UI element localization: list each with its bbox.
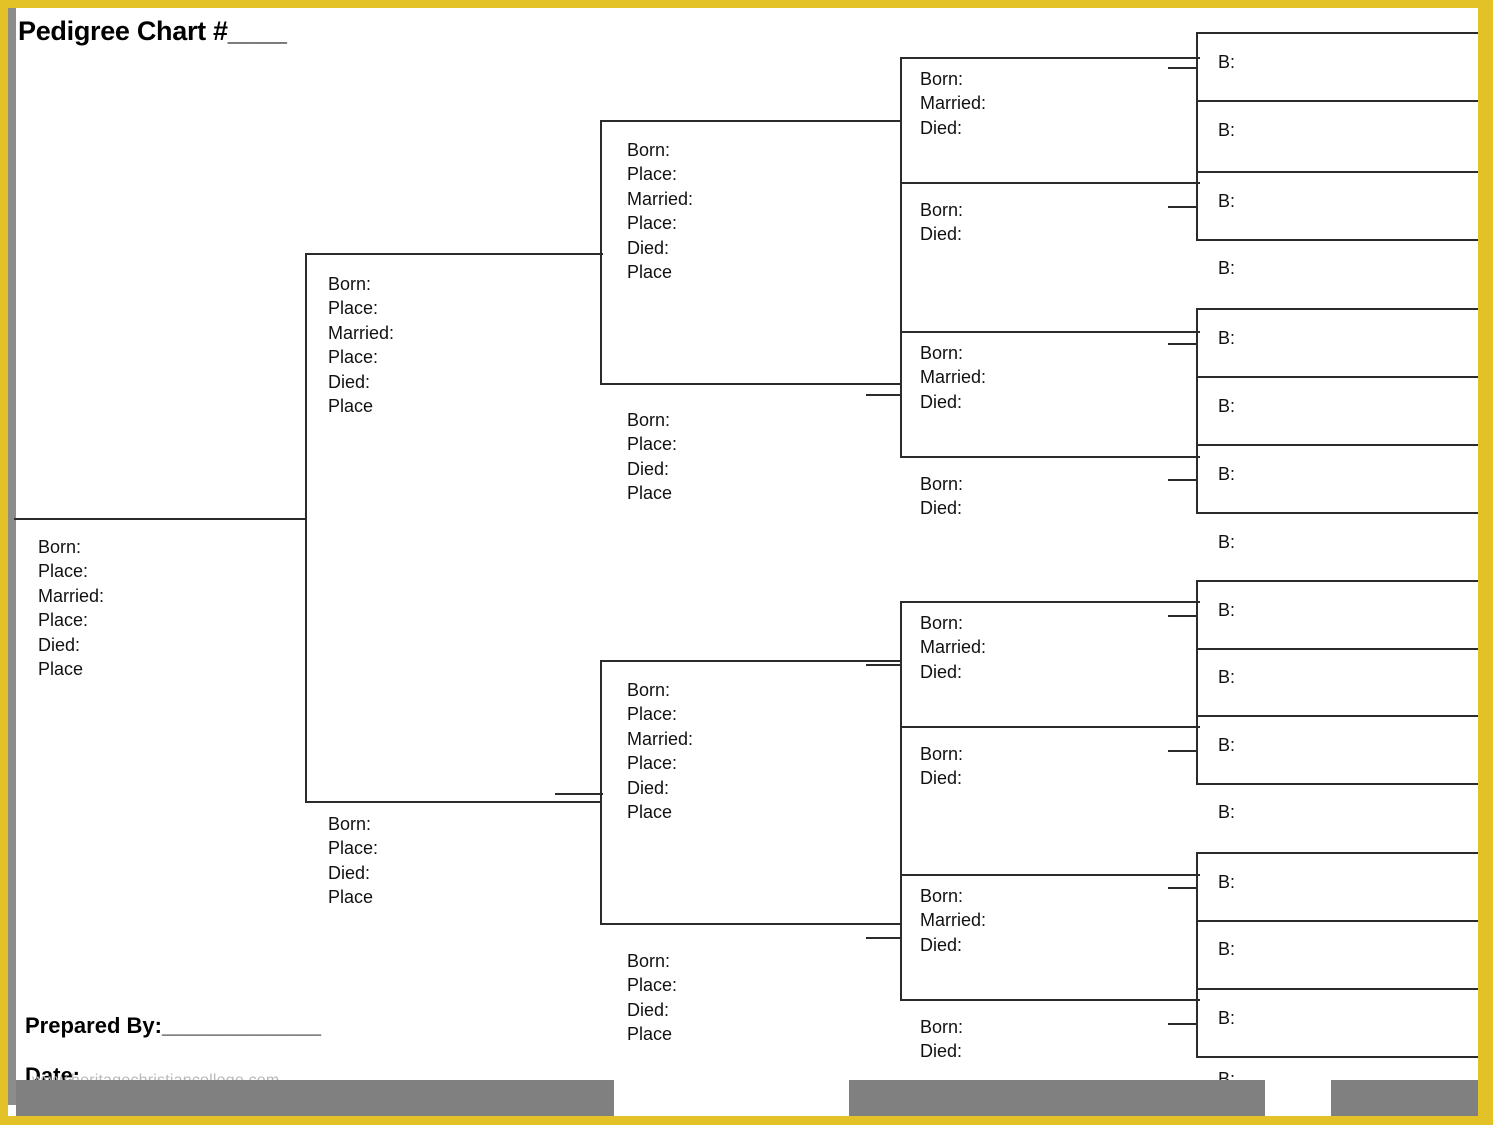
g3-mother-fields-2: Born: Place: Died: Place <box>627 951 678 1045</box>
g3-father-box-2[interactable] <box>600 660 900 925</box>
g5-box-5[interactable] <box>1196 308 1478 378</box>
g4-father-fields-2: Born: Married: Died: <box>920 343 987 412</box>
page-border-right <box>1478 0 1493 1125</box>
g5-fields-3: B: <box>1218 191 1236 211</box>
g5-pair-spine-2 <box>1196 343 1198 479</box>
bottom-bar-right <box>849 1080 1478 1116</box>
g5-pair-spine-4 <box>1196 887 1198 1023</box>
g3-father-box-1[interactable] <box>600 120 900 385</box>
bottom-bar-left <box>16 1080 614 1116</box>
page-gutter-gray <box>8 8 16 1105</box>
g5-inlet-b-3 <box>1168 750 1198 752</box>
g1-self-rule <box>14 518 306 520</box>
g3-3-children-spine <box>900 601 902 874</box>
g5-fields-8: B: <box>1218 532 1236 552</box>
g4-mother-fields-3: Born: Died: <box>920 744 964 789</box>
page-title: Pedigree Chart #____ <box>18 16 287 46</box>
g5-pair-spine-1 <box>1196 67 1198 206</box>
g4-inlet-1 <box>866 120 902 122</box>
g4-father-fields-1: Born: Married: Died: <box>920 69 987 138</box>
g5-inlet-b-1 <box>1168 206 1198 208</box>
g5-inlet-a-1 <box>1168 67 1198 69</box>
g2f-inlet <box>555 253 603 255</box>
g4-inlet-3 <box>866 664 902 666</box>
g5-fields-4: B: <box>1218 258 1236 278</box>
g5-fields-15: B: <box>1218 1008 1236 1028</box>
page-border-top <box>0 0 1493 8</box>
g3-1-children-spine <box>900 57 902 331</box>
g5-box-7[interactable] <box>1196 444 1478 514</box>
g4-father-fields-3: Born: Married: Died: <box>920 613 987 682</box>
g5-box-15[interactable] <box>1196 988 1478 1058</box>
g2-father-fields: Born: Place: Married: Place: Died: Place <box>328 274 395 417</box>
g5-inlet-a-4 <box>1168 887 1198 889</box>
g3-mother-fields-1: Born: Place: Died: Place <box>627 410 678 504</box>
g5-box-13[interactable] <box>1196 852 1478 922</box>
page-border-bottom <box>0 1116 1493 1125</box>
chart-sheet <box>16 8 1478 1105</box>
g5-box-3[interactable] <box>1196 171 1478 241</box>
g5-fields-1: B: <box>1218 52 1236 72</box>
g2-mother-fields: Born: Place: Died: Place <box>328 814 379 908</box>
bottom-bar-notch <box>1265 1080 1331 1116</box>
g5-inlet-b-4 <box>1168 1023 1198 1025</box>
g2-father-box[interactable] <box>305 253 600 803</box>
g5-inlet-a-3 <box>1168 615 1198 617</box>
g5-fields-11: B: <box>1218 735 1236 755</box>
g5-fields-14: B: <box>1218 939 1236 959</box>
g5-inlet-b-2 <box>1168 479 1198 481</box>
g4-mother-fields-4: Born: Died: <box>920 1017 964 1062</box>
g5-fields-10: B: <box>1218 667 1236 687</box>
g4-mother-fields-2: Born: Died: <box>920 474 964 519</box>
g5-fields-2: B: <box>1218 120 1236 140</box>
prepared-by-field[interactable]: Prepared By:_____________ <box>25 1013 322 1038</box>
g5-box-1[interactable] <box>1196 32 1478 102</box>
g4-father-fields-4: Born: Married: Died: <box>920 886 987 955</box>
g5-fields-12: B: <box>1218 802 1236 822</box>
g4-mother-fields-1: Born: Died: <box>920 200 964 245</box>
g1-self-fields: Born: Place: Married: Place: Died: Place <box>38 537 105 680</box>
g2m-inlet <box>555 793 603 795</box>
g5-box-11[interactable] <box>1196 715 1478 785</box>
g5-inlet-a-2 <box>1168 343 1198 345</box>
g5-box-9[interactable] <box>1196 580 1478 650</box>
g5-fields-9: B: <box>1218 600 1236 620</box>
g4-inlet-2 <box>866 394 902 396</box>
g5-fields-6: B: <box>1218 396 1236 416</box>
g3-father-fields-2: Born: Place: Married: Place: Died: Place <box>627 680 694 823</box>
g3-father-fields-1: Born: Place: Married: Place: Died: Place <box>627 140 694 283</box>
g5-fields-5: B: <box>1218 328 1236 348</box>
g5-pair-spine-3 <box>1196 615 1198 750</box>
g4-inlet-4 <box>866 937 902 939</box>
page-border-left <box>0 0 8 1125</box>
g5-fields-7: B: <box>1218 464 1236 484</box>
g5-fields-13: B: <box>1218 872 1236 892</box>
